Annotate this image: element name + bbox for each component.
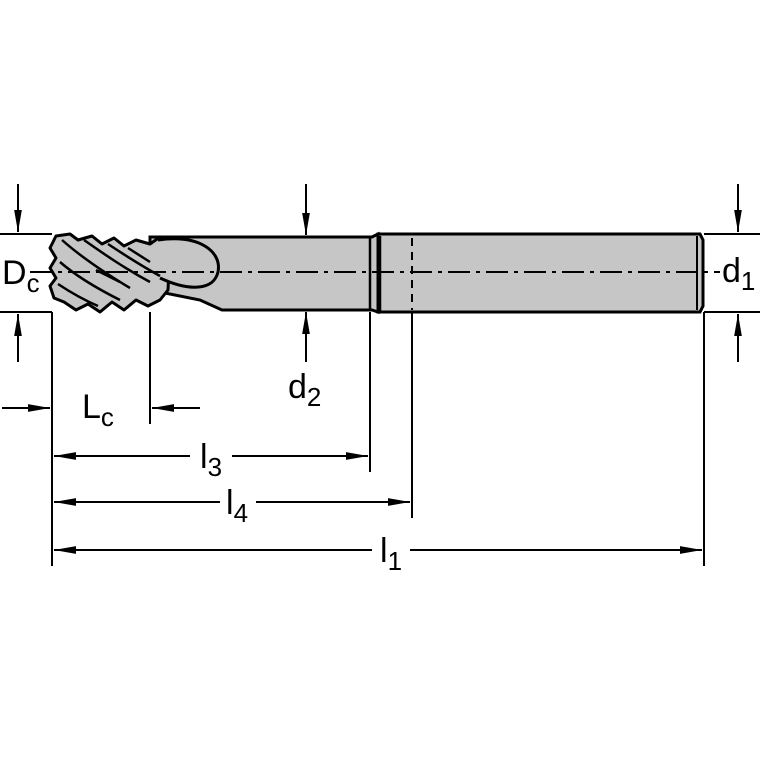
tool-body <box>30 231 720 315</box>
label-l3: l3 <box>200 438 222 482</box>
extension-lines <box>0 233 760 566</box>
label-lc: Lc <box>82 388 114 432</box>
label-d2: d2 <box>288 368 321 412</box>
flute-helix-lines <box>57 238 161 308</box>
label-l4: l4 <box>226 484 248 528</box>
dimension-arrows <box>2 184 742 554</box>
label-dc: Dc <box>2 254 40 298</box>
label-l1: l1 <box>380 532 402 576</box>
label-d1: d1 <box>722 252 755 296</box>
flute-runout <box>157 237 220 289</box>
